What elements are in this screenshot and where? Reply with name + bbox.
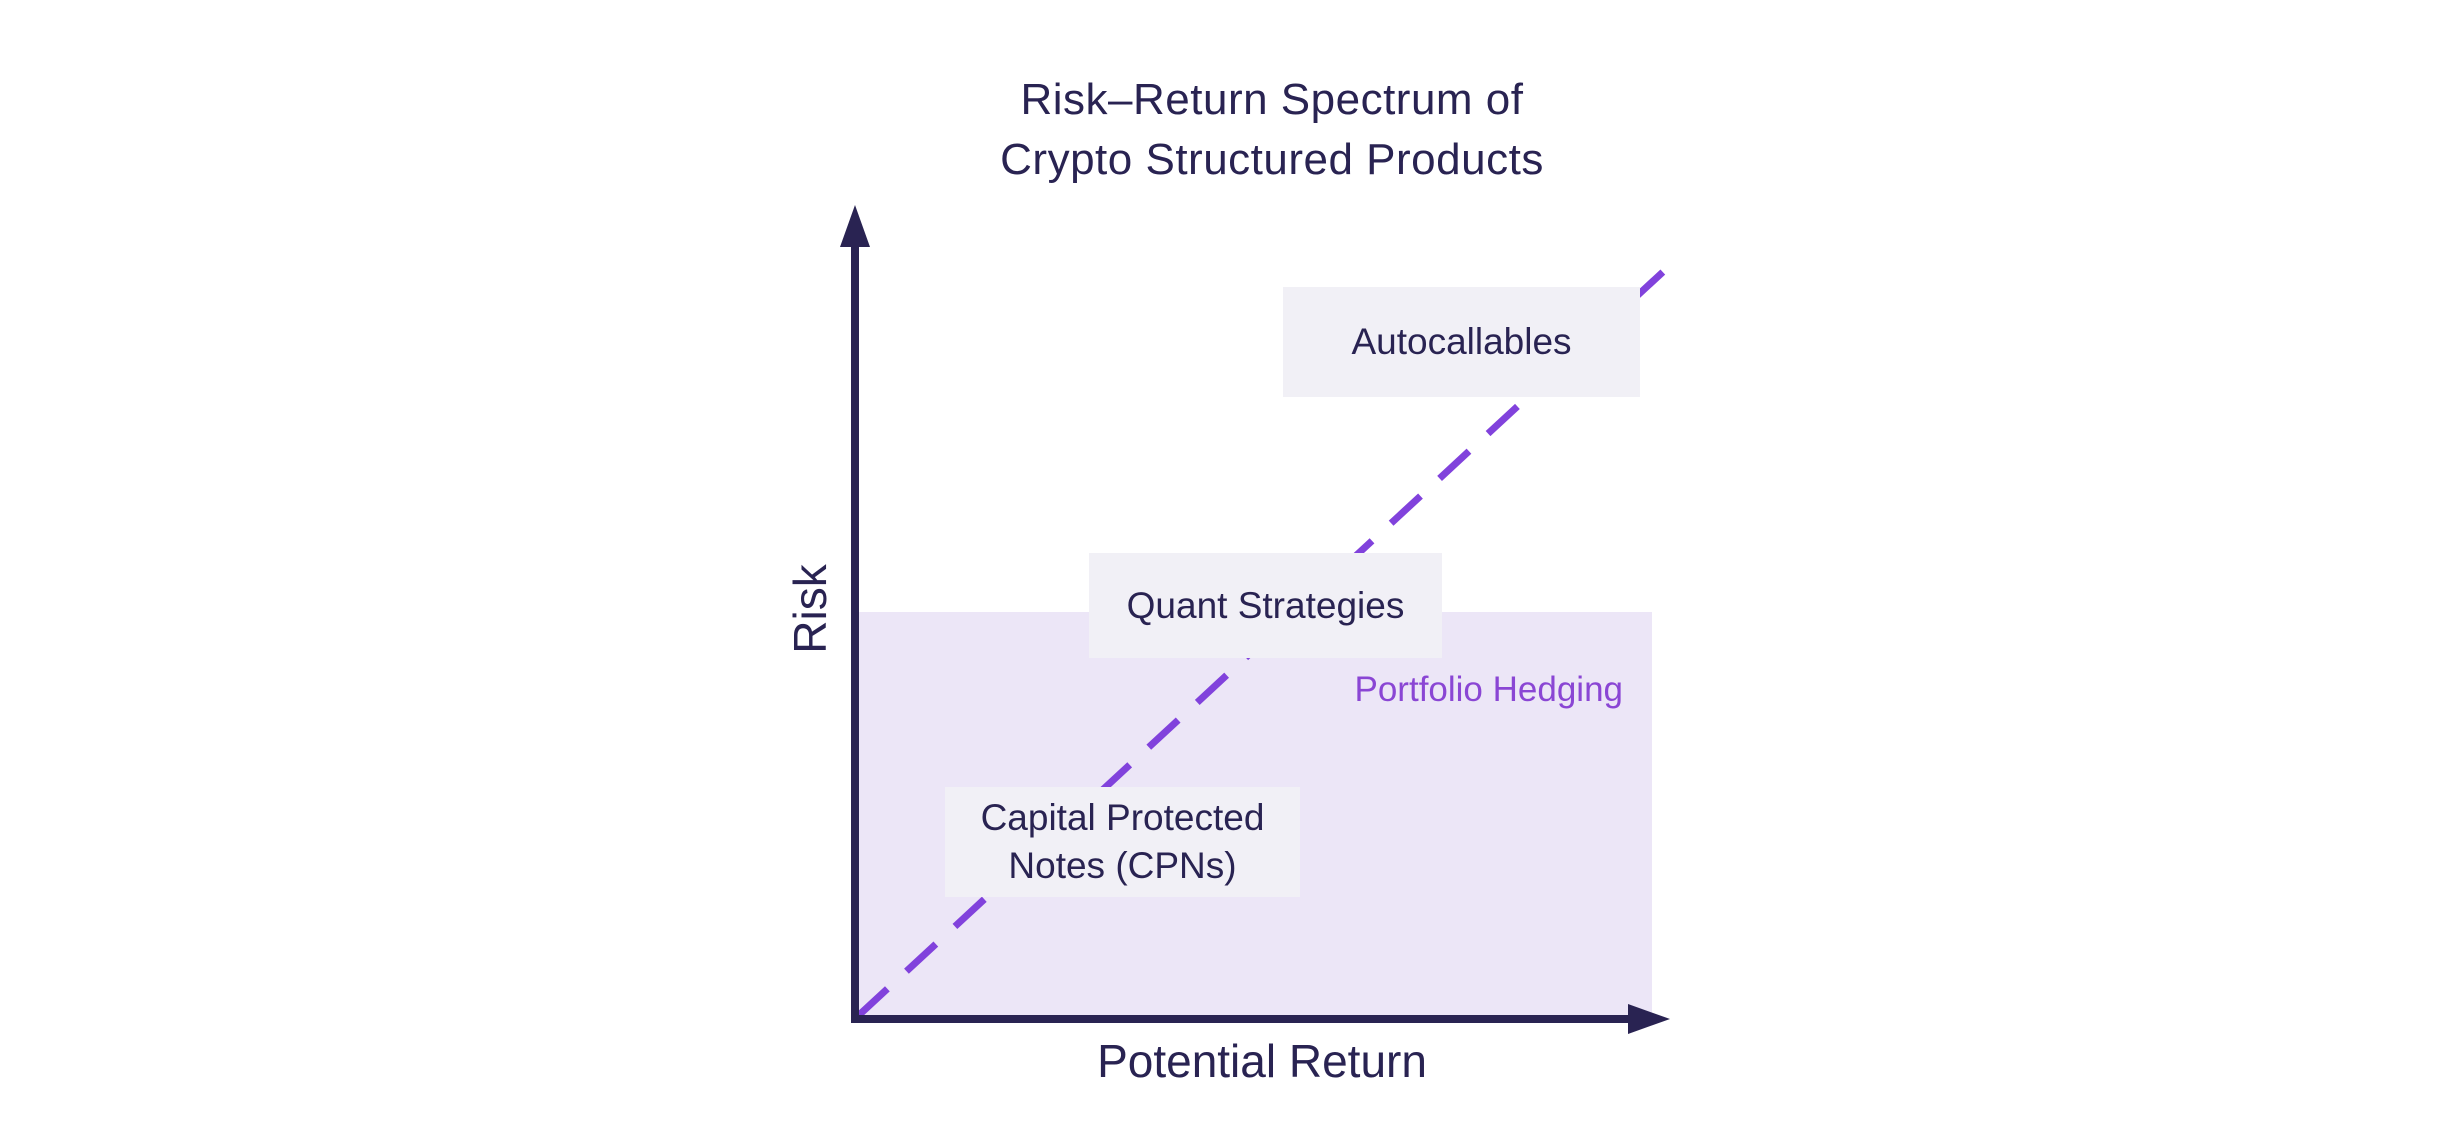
figure-title-line-1: Risk–Return Spectrum of xyxy=(1020,75,1524,124)
figure-title: Risk–Return Spectrum of Crypto Structure… xyxy=(872,70,1672,190)
x-axis-arrowhead-icon xyxy=(1628,1004,1670,1034)
node-label: Capital Protected Notes (CPNs) xyxy=(980,797,1265,886)
portfolio-hedging-label: Portfolio Hedging xyxy=(1354,670,1624,709)
y-axis-arrowhead-icon xyxy=(840,205,870,247)
figure-title-line-2: Crypto Structured Products xyxy=(1000,135,1544,184)
node-capital-protected-notes: Capital Protected Notes (CPNs) xyxy=(945,787,1300,897)
node-label: Autocallables xyxy=(1351,321,1572,362)
y-axis-label: Risk xyxy=(784,564,836,654)
node-quant-strategies: Quant Strategies xyxy=(1089,553,1442,658)
x-axis-label: Potential Return xyxy=(1097,1035,1427,1087)
node-label: Quant Strategies xyxy=(1126,584,1405,626)
node-autocallables: Autocallables xyxy=(1283,287,1640,397)
